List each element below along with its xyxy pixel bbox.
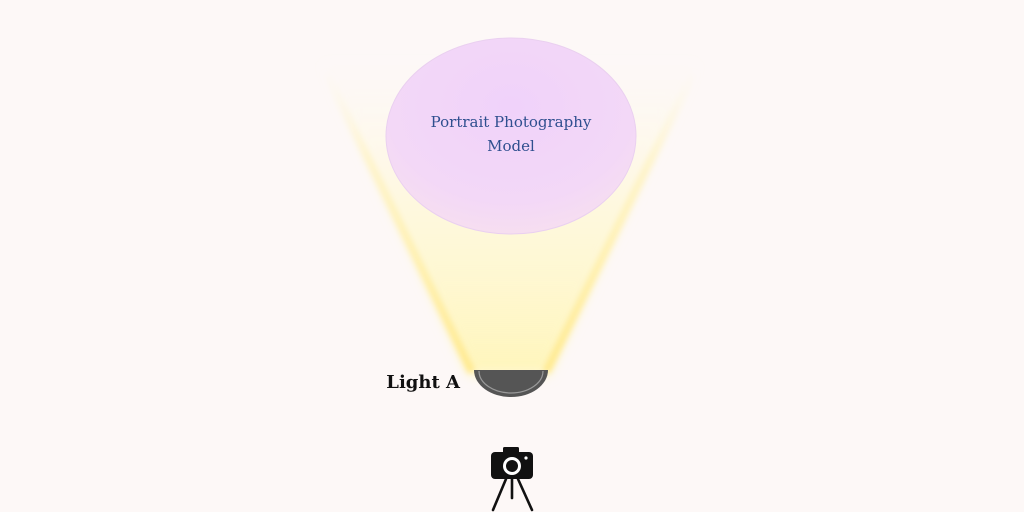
light-fixture-icon <box>474 370 548 397</box>
light-label: Light A <box>386 372 460 393</box>
subject-ellipse <box>385 37 637 235</box>
camera-on-tripod-icon <box>491 447 534 512</box>
subject-label-line2: Model <box>487 137 535 155</box>
subject-label: Portrait Photography Model <box>386 110 636 158</box>
subject-label-line1: Portrait Photography <box>430 113 592 131</box>
